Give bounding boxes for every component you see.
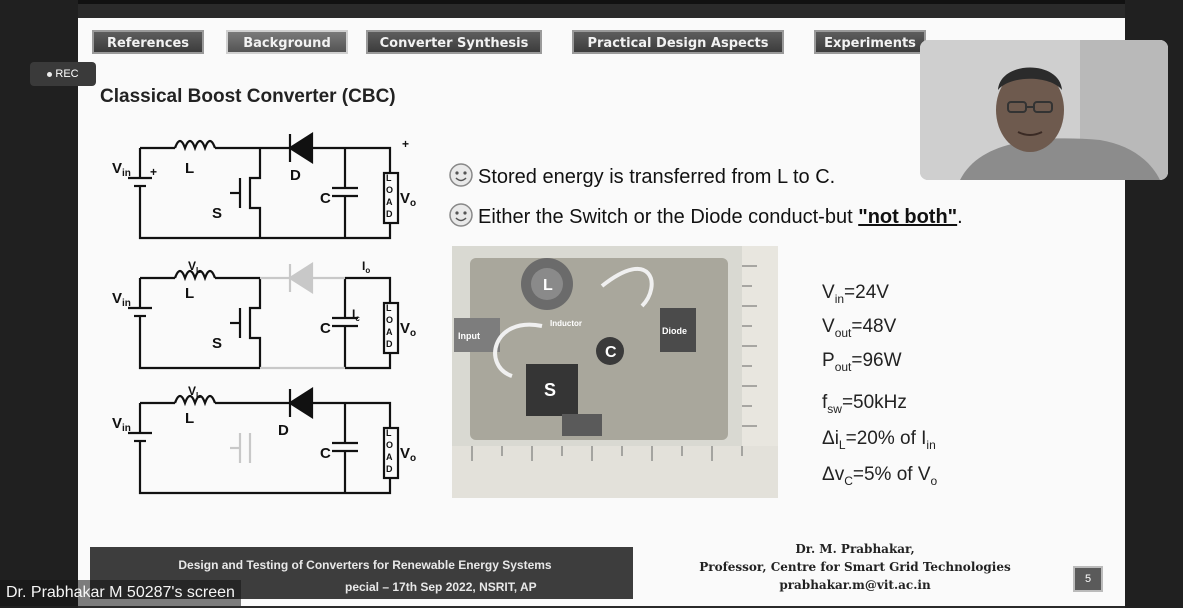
record-dot-icon: [47, 71, 53, 77]
svg-text:A: A: [386, 197, 393, 207]
tab-references[interactable]: References: [92, 30, 204, 54]
svg-text:C: C: [320, 190, 331, 207]
spec-delta-vc: ΔvC=5% of Vo: [822, 464, 938, 488]
svg-text:+: +: [150, 165, 157, 179]
slide-title: Classical Boost Converter (CBC): [100, 86, 396, 107]
spec-pout: Pout=96W: [822, 350, 902, 374]
svg-text:L: L: [185, 285, 194, 302]
bullet-suffix: .: [957, 206, 963, 228]
svg-text:O: O: [386, 315, 393, 325]
left-letterbox: [0, 0, 78, 608]
spec-fsw: fsw=50kHz: [822, 392, 907, 416]
spec-vout: Vout=48V: [822, 316, 897, 340]
svg-text:L: L: [185, 410, 194, 427]
svg-text:Vin: Vin: [112, 415, 131, 434]
bullet-switch-diode: Either the Switch or the Diode conduct-b…: [448, 202, 963, 229]
author-name: Dr. M. Prabhakar,: [795, 542, 915, 556]
bullet-text-2: Either the Switch or the Diode conduct-b…: [478, 206, 859, 228]
speaker-video-tile[interactable]: [920, 40, 1168, 180]
prototype-board-photo: L C S Input Diode Inductor: [452, 246, 778, 498]
svg-text:S: S: [212, 205, 222, 222]
svg-text:A: A: [386, 327, 393, 337]
svg-text:Vo: Vo: [400, 320, 416, 339]
vin-label-1: Vin: [112, 160, 131, 179]
slide-page-number: 5: [1073, 566, 1103, 592]
spec-delta-il: ΔiL=20% of Iin: [822, 428, 936, 452]
svg-text:Ic: Ic: [352, 307, 360, 323]
svg-text:A: A: [386, 452, 393, 462]
svg-text:D: D: [386, 464, 393, 474]
svg-text:C: C: [605, 344, 617, 361]
svg-text:Io: Io: [362, 259, 370, 275]
svg-text:L: L: [386, 173, 392, 183]
svg-text:VL: VL: [188, 259, 201, 275]
author-block: Dr. M. Prabhakar, Professor, Centre for …: [640, 540, 1070, 594]
svg-text:D: D: [386, 209, 393, 219]
svg-text:S: S: [544, 380, 556, 400]
author-email: prabhakar.m@vit.ac.in: [779, 578, 931, 592]
svg-text:S: S: [212, 335, 222, 352]
svg-text:+: +: [402, 137, 409, 151]
svg-text:D: D: [290, 167, 301, 184]
svg-text:Input: Input: [458, 331, 480, 341]
smiley-bullet-icon: [449, 203, 473, 227]
svg-text:Vin: Vin: [112, 290, 131, 309]
svg-text:C: C: [320, 320, 331, 337]
svg-text:D: D: [386, 339, 393, 349]
screen-share-owner-label: Dr. Prabhakar M 50287's screen: [0, 580, 241, 606]
author-role: Professor, Centre for Smart Grid Technol…: [699, 560, 1011, 574]
svg-text:Vo: Vo: [400, 190, 416, 209]
svg-text:C: C: [320, 445, 331, 462]
svg-text:L: L: [386, 303, 392, 313]
tab-experiments[interactable]: Experiments: [814, 30, 926, 54]
svg-text:Vo: Vo: [400, 445, 416, 464]
svg-text:L: L: [185, 160, 194, 177]
footer-course-title: Design and Testing of Converters for Ren…: [178, 558, 552, 572]
svg-text:VL: VL: [188, 384, 201, 400]
tab-converter-synthesis[interactable]: Converter Synthesis: [366, 30, 542, 54]
svg-text:D: D: [278, 422, 289, 439]
svg-text:Inductor: Inductor: [550, 319, 582, 328]
smiley-bullet-icon: [449, 163, 473, 187]
tab-background[interactable]: Background: [226, 30, 348, 54]
svg-text:L: L: [543, 277, 553, 294]
svg-text:O: O: [386, 185, 393, 195]
svg-text:L: L: [386, 428, 392, 438]
speaker-video-feed: [920, 40, 1168, 180]
bullet-energy-transfer: Stored energy is transferred from L to C…: [448, 162, 835, 189]
svg-text:Diode: Diode: [662, 326, 687, 336]
spec-vin: Vin=24V: [822, 282, 889, 306]
recording-label: REC: [55, 68, 79, 80]
bullet-text-1: Stored energy is transferred from L to C…: [478, 166, 836, 188]
recording-indicator: REC: [30, 62, 96, 86]
svg-text:O: O: [386, 440, 393, 450]
bullet-emphasis: "not both": [858, 206, 958, 228]
tab-practical-design-aspects[interactable]: Practical Design Aspects: [572, 30, 784, 54]
window-top-border: [0, 0, 1183, 4]
footer-event: pecial – 17th Sep 2022, NSRIT, AP: [345, 580, 537, 594]
